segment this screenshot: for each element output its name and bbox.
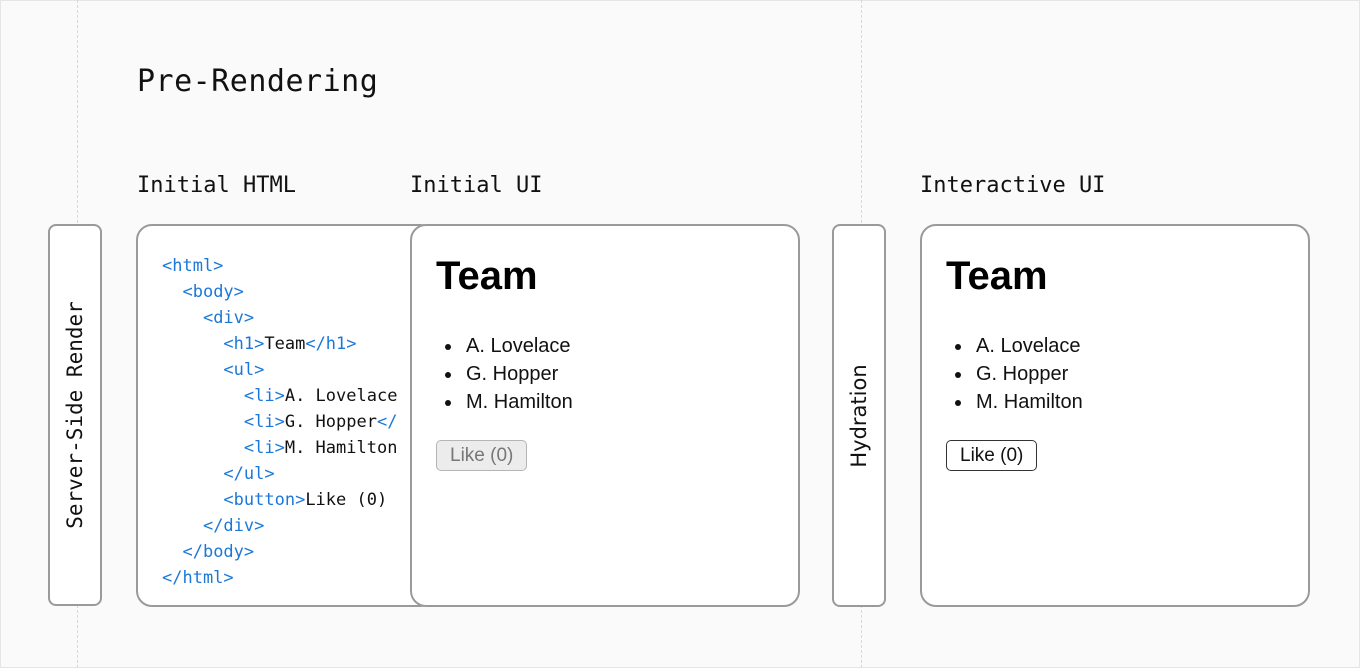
member-list: A. Lovelace G. Hopper M. Hamilton <box>436 332 573 416</box>
list-item: M. Hamilton <box>436 388 573 416</box>
interactive-ui-card: Team A. Lovelace G. Hopper M. Hamilton L… <box>920 224 1310 607</box>
code-line: <li>G. Hopper</ <box>243 412 398 432</box>
label-interactive-ui: Interactive UI <box>920 173 1106 198</box>
code-line: </html> <box>162 568 234 588</box>
hydration-label: Hydration <box>847 363 871 468</box>
code-line: <button>Like (0) <box>223 490 388 510</box>
list-item: M. Hamilton <box>946 388 1083 416</box>
like-button[interactable]: Like (0) <box>946 440 1038 471</box>
code-line: <body> <box>182 282 244 302</box>
code-line: <h1>Team</h1> <box>223 334 357 354</box>
member-list: A. Lovelace G. Hopper M. Hamilton <box>946 332 1083 416</box>
like-button-disabled: Like (0) <box>436 440 528 471</box>
server-side-render-step: Server-Side Render <box>48 224 102 606</box>
html-code-block: <html> <body> <div> <h1>Team</h1> <ul> <… <box>162 253 397 591</box>
label-initial-html: Initial HTML <box>137 173 296 198</box>
code-line: </ul> <box>223 464 275 484</box>
list-item: A. Lovelace <box>436 332 573 360</box>
initial-ui-card: Team A. Lovelace G. Hopper M. Hamilton L… <box>410 224 800 607</box>
list-item: A. Lovelace <box>946 332 1083 360</box>
diagram-title: Pre-Rendering <box>137 64 379 99</box>
list-item: G. Hopper <box>946 360 1083 388</box>
team-heading: Team <box>946 254 1048 298</box>
list-item: G. Hopper <box>436 360 573 388</box>
initial-html-card: <html> <body> <div> <h1>Team</h1> <ul> <… <box>136 224 436 607</box>
label-initial-ui: Initial UI <box>410 173 543 198</box>
code-line: <div> <box>202 308 255 328</box>
code-line: <html> <box>162 256 224 276</box>
code-line: </body> <box>182 542 255 562</box>
hydration-step: Hydration <box>832 224 886 607</box>
code-line: <ul> <box>223 360 265 380</box>
code-line: <li>M. Hamilton <box>243 438 398 458</box>
server-side-render-label: Server-Side Render <box>63 301 87 529</box>
team-heading: Team <box>436 254 538 298</box>
code-line: <li>A. Lovelace <box>243 386 398 406</box>
code-line: </div> <box>202 516 265 536</box>
